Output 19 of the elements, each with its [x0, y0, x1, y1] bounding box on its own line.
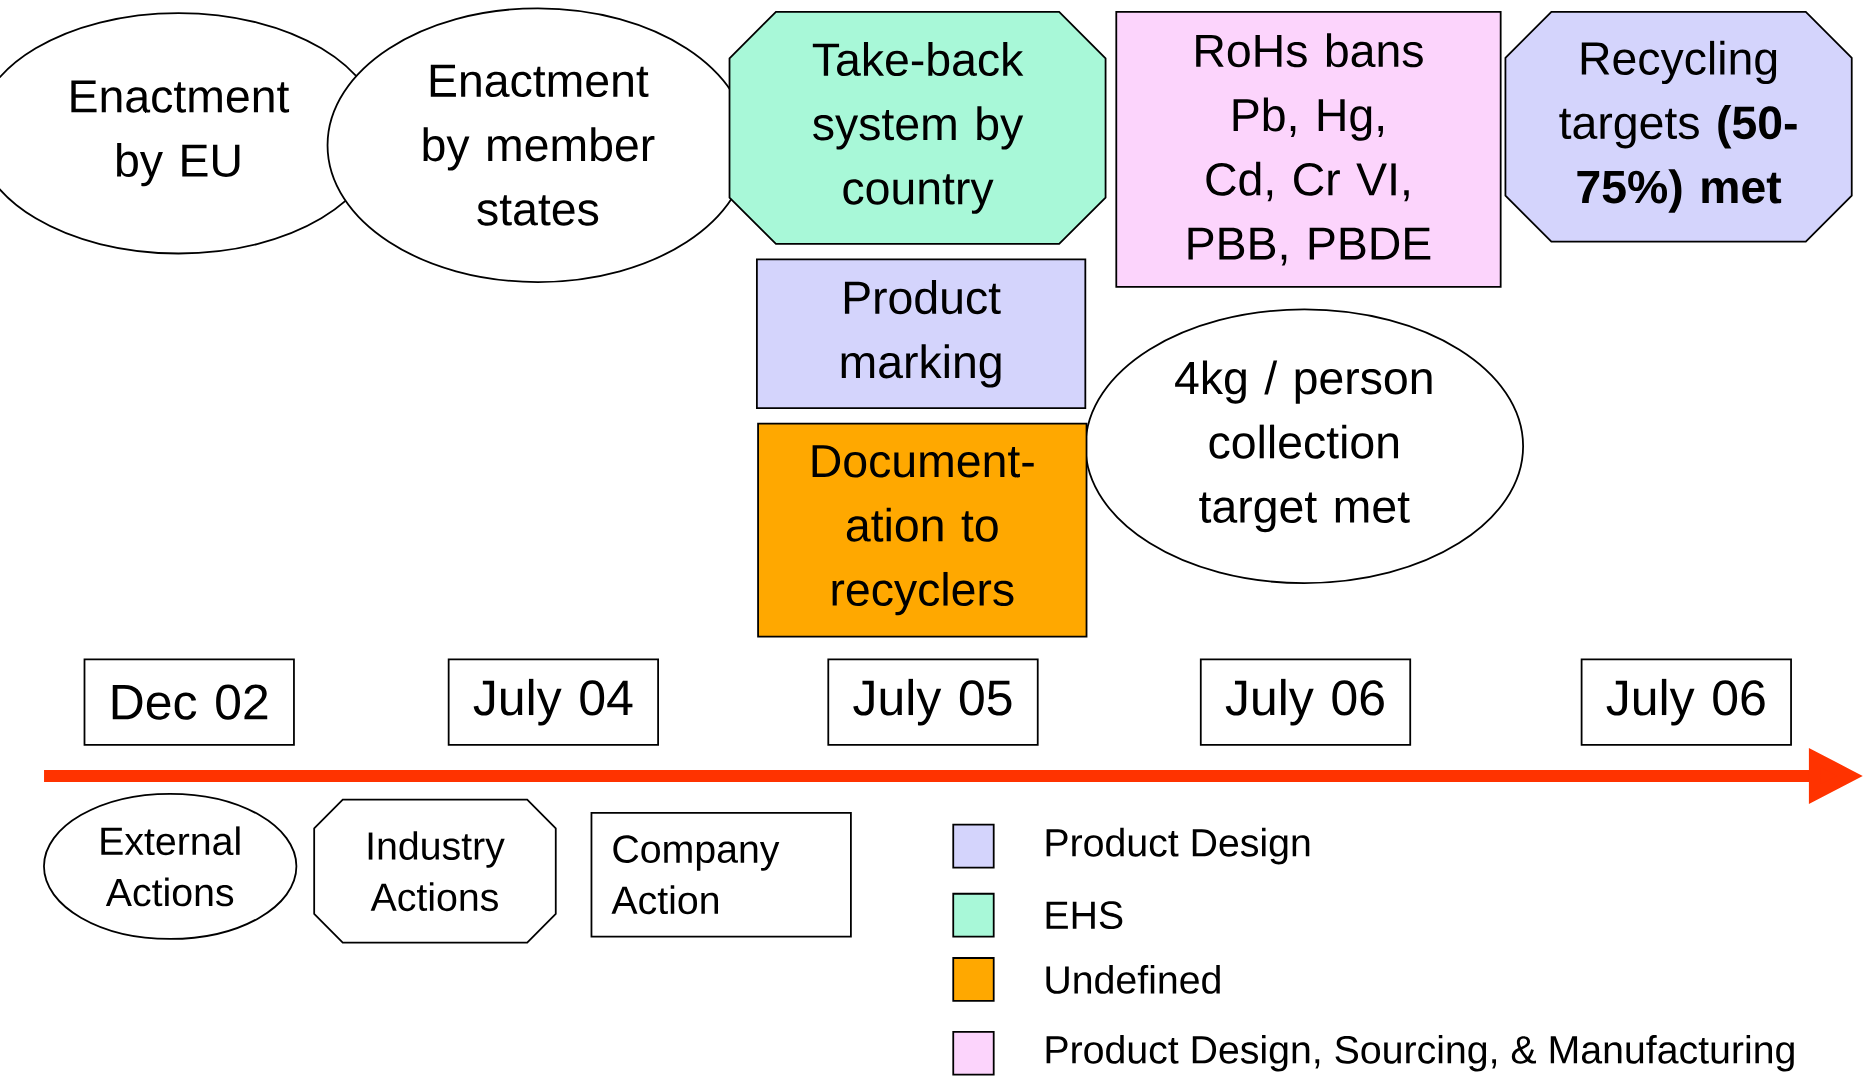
- rect-node: July 04: [447, 658, 659, 746]
- rect-node: Document- ation to recyclers: [757, 422, 1088, 638]
- ellipse-node: External Actions: [43, 792, 298, 940]
- rect-node: July 06: [1580, 658, 1792, 746]
- rect-node: July 06: [1199, 658, 1412, 746]
- rect-node: Company Action: [590, 811, 852, 938]
- rect-node: Dec 02: [83, 658, 295, 746]
- rect-node: July 05: [827, 658, 1039, 746]
- rect-node: Product marking: [756, 258, 1087, 409]
- legend-label: Undefined: [1046, 964, 1220, 994]
- ellipse-node: 4kg / person collection target met: [1084, 308, 1524, 584]
- legend-label: Product Design: [1046, 827, 1310, 865]
- octagon-node: Recycling targets (50-75%) met: [1504, 10, 1853, 243]
- legend-label: EHS: [1046, 901, 1123, 929]
- ellipse-node: Enactment by member states: [326, 7, 750, 283]
- legend-label: Product Design, Sourcing, & Manufacturing: [1046, 1034, 1794, 1072]
- octagon-node: Industry Actions: [313, 798, 557, 944]
- octagon-node: Take-back system by country: [728, 10, 1107, 245]
- rect-node: RoHs bans Pb, Hg, Cd, Cr VI, PBB, PBDE: [1115, 10, 1502, 288]
